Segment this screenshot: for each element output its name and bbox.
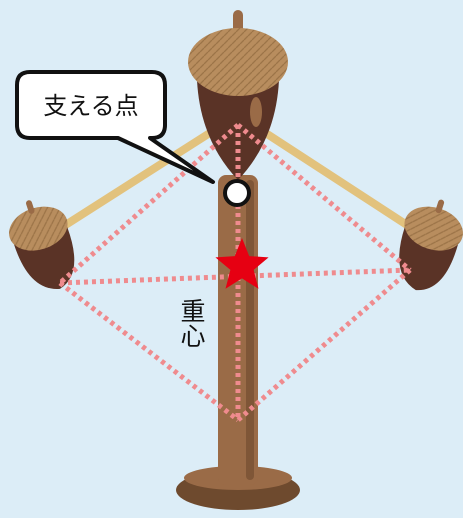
- support-point-circle-icon: [223, 179, 251, 207]
- left-acorn: [9, 200, 75, 289]
- toy-pole-shade: [246, 180, 254, 480]
- right-stick: [234, 111, 434, 244]
- top-acorn: [188, 10, 288, 180]
- right-acorn: [399, 199, 463, 291]
- support-point-callout: 支える点: [15, 70, 215, 184]
- center-of-gravity-label-1: 重: [180, 297, 205, 326]
- left-stick: [38, 111, 242, 244]
- support-point-label: 支える点: [43, 92, 138, 120]
- center-of-gravity-label-2: 心: [180, 322, 205, 351]
- center-of-gravity-star-icon: [215, 238, 269, 289]
